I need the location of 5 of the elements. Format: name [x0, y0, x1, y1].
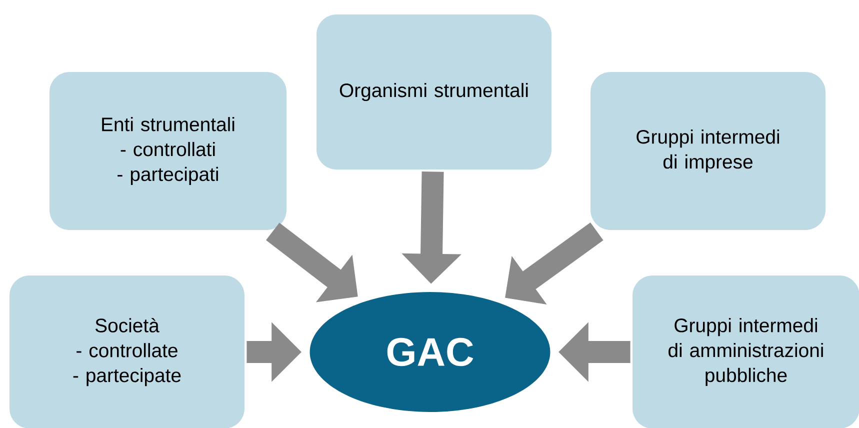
entity-box: Gruppi intermedi di imprese	[590, 72, 826, 230]
entity-box: Organismi strumentali	[316, 14, 552, 170]
entity-box: Società - controllate - partecipate	[10, 276, 244, 428]
entity-box: Gruppi intermedi di amministrazioni pubbliche	[632, 276, 859, 428]
entity-box: Enti strumentali - controllati - partecipati	[50, 72, 286, 230]
